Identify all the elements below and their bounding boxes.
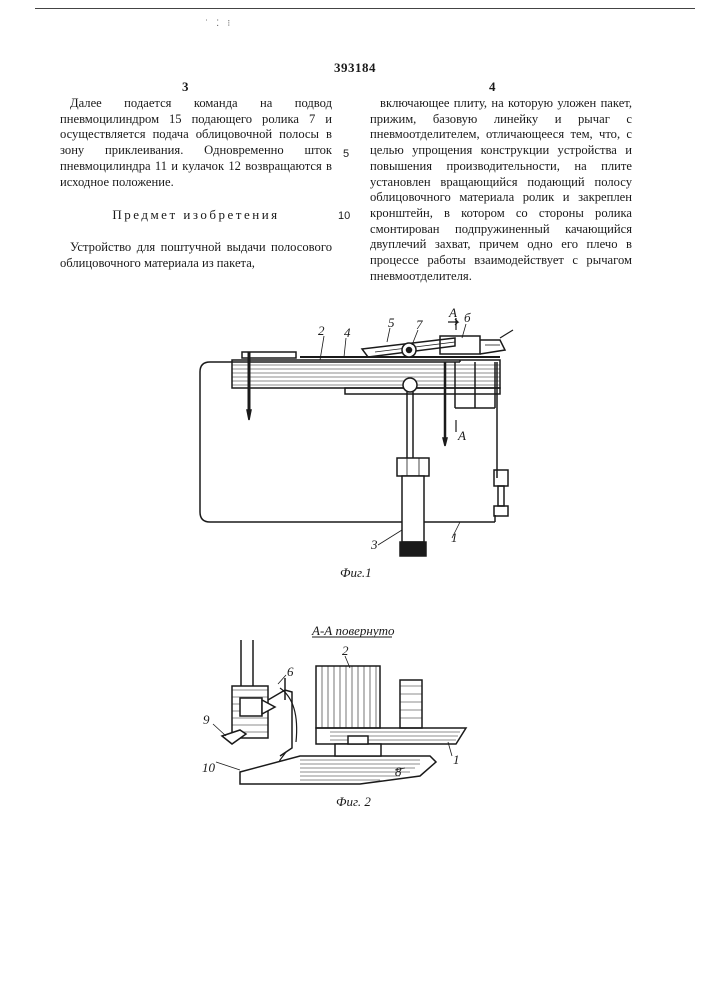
- fig2-label-8: 8: [395, 764, 402, 779]
- fig2-section-title: А-А повернуто: [311, 623, 395, 638]
- fig2-label-9: 9: [203, 712, 210, 727]
- fig1-label-2: 2: [318, 323, 325, 338]
- fig2-label-10: 10: [202, 760, 216, 775]
- fig1-label-1: 1: [451, 530, 458, 545]
- fig1-label-4: 4: [344, 325, 351, 340]
- fig1-label-section-top: А: [448, 305, 457, 320]
- fig2-label-2: 2: [342, 643, 349, 658]
- figure-1-caption: Фиг.1: [340, 565, 372, 580]
- figure-2-caption: Фиг. 2: [336, 794, 371, 809]
- fig1-label-6: б: [464, 310, 471, 325]
- fig2-label-6: 6: [287, 664, 294, 679]
- fig1-label-section-bottom: А: [457, 428, 466, 443]
- fig1-label-3: 3: [370, 537, 378, 552]
- fig1-label-5: 5: [388, 315, 395, 330]
- fig1-label-7: 7: [416, 317, 423, 332]
- fig2-label-1: 1: [453, 752, 460, 767]
